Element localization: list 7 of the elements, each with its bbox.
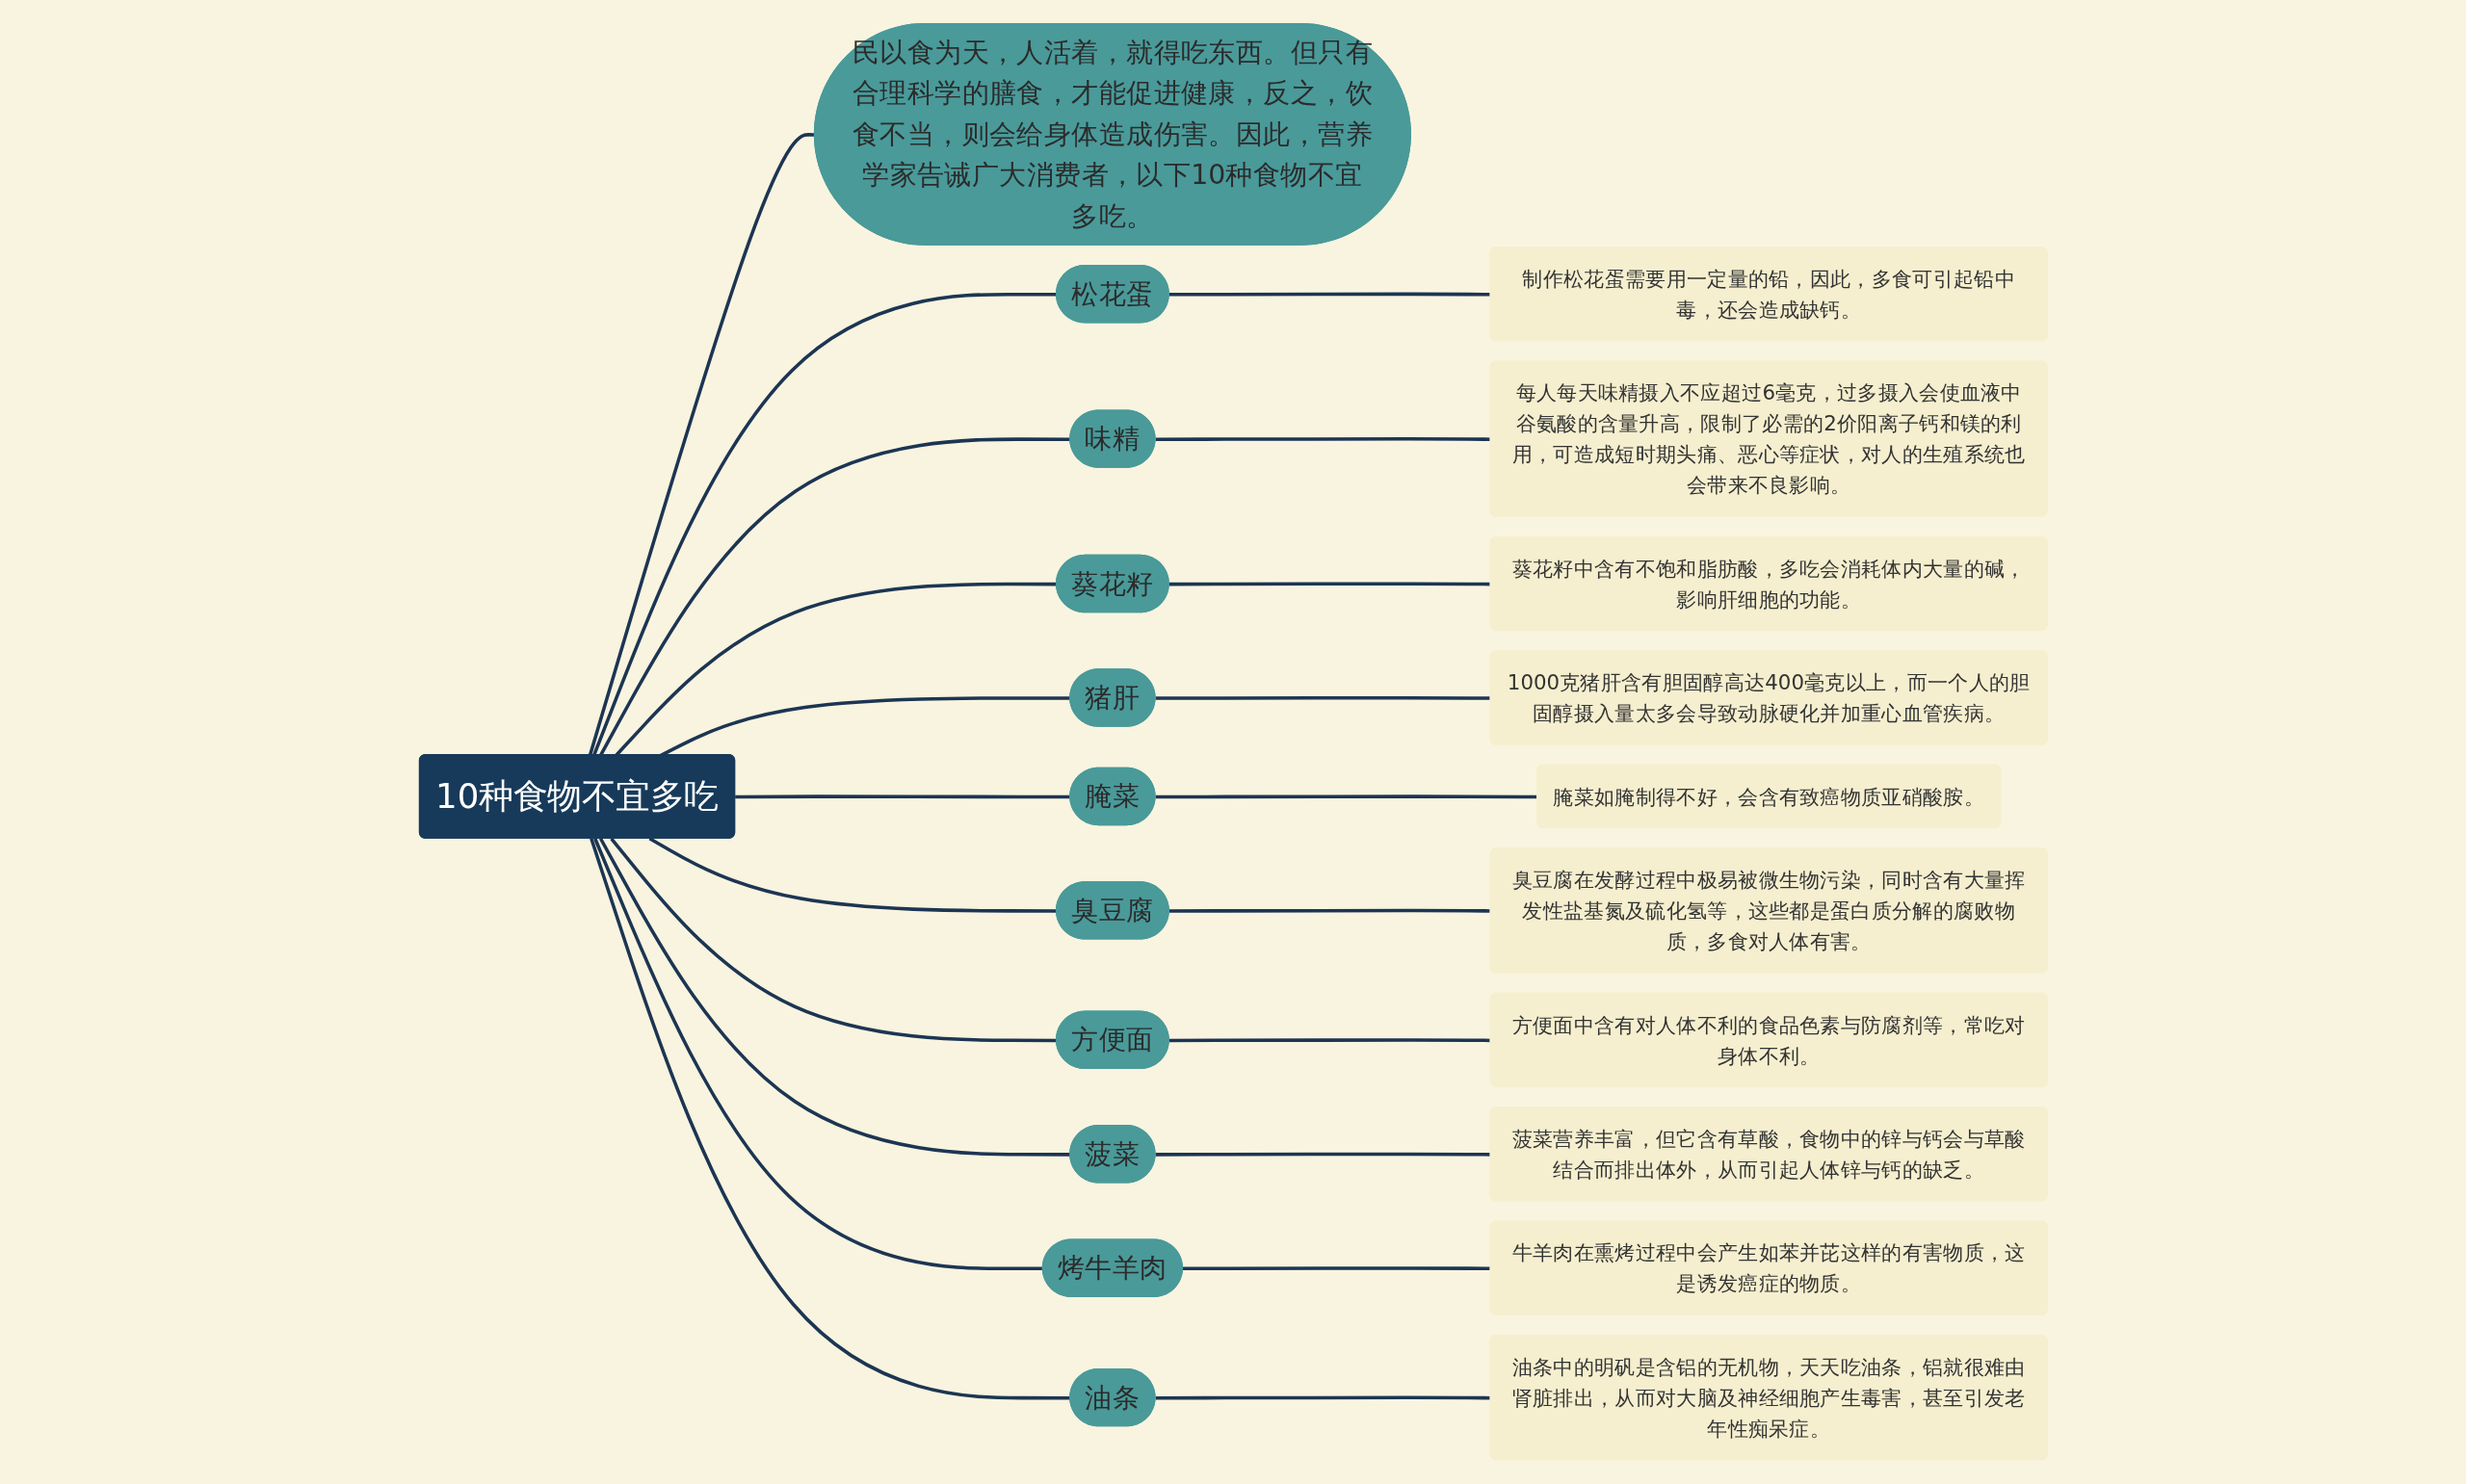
connector <box>648 837 1057 914</box>
connector <box>588 133 815 757</box>
connector <box>615 583 1057 757</box>
connector <box>591 293 1057 757</box>
connector <box>609 838 1057 1043</box>
connector <box>592 838 1043 1271</box>
connector <box>1155 794 1537 799</box>
